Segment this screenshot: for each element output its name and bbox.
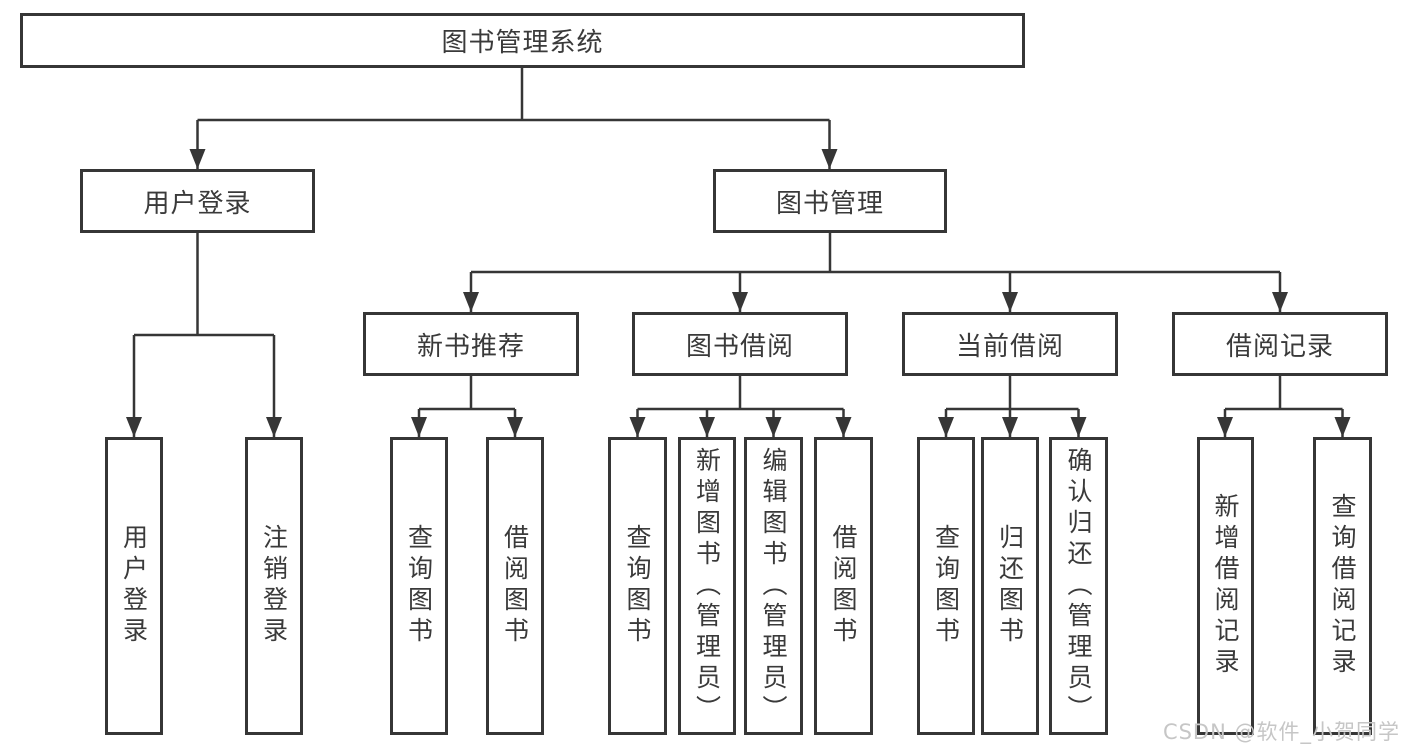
leaf-add-book-admin: 新增图书（管理员） (678, 437, 736, 735)
leaf-logout-label: 注销登录 (259, 524, 289, 648)
node-borrowing-records: 借阅记录 (1172, 312, 1388, 376)
leaf-user-login-label: 用户登录 (119, 524, 149, 648)
node-new-book-recommendation-label: 新书推荐 (416, 331, 525, 362)
node-root-system-label: 图书管理系统 (441, 28, 604, 58)
leaf-logout: 注销登录 (245, 437, 303, 735)
node-book-borrowing-label: 图书借阅 (685, 331, 794, 362)
node-current-borrowing: 当前借阅 (902, 312, 1118, 376)
leaf-add-book-admin-label: 新增图书（管理员） (692, 446, 722, 726)
leaf-query-books-newbook-label: 查询图书 (404, 524, 434, 648)
leaf-query-borrow-record: 查询借阅记录 (1313, 437, 1372, 735)
csdn-watermark: CSDN @软件_小贺同学 (1162, 720, 1400, 744)
leaf-return-book: 归还图书 (981, 437, 1039, 735)
leaf-borrow-books-borrowing-label: 借阅图书 (829, 524, 858, 648)
leaf-edit-book-admin: 编辑图书（管理员） (744, 437, 803, 735)
leaf-borrow-books-borrowing: 借阅图书 (814, 437, 873, 735)
node-root-system: 图书管理系统 (20, 13, 1025, 68)
leaf-confirm-return-admin: 确认归还（管理员） (1049, 437, 1108, 735)
node-user-login: 用户登录 (80, 169, 315, 233)
leaf-confirm-return-admin-label: 确认归还（管理员） (1064, 446, 1093, 726)
node-book-management: 图书管理 (713, 169, 947, 233)
node-new-book-recommendation: 新书推荐 (363, 312, 579, 376)
leaf-edit-book-admin-label: 编辑图书（管理员） (759, 446, 788, 726)
node-borrowing-records-label: 借阅记录 (1225, 331, 1334, 362)
leaf-return-book-label: 归还图书 (995, 524, 1025, 648)
node-book-management-label: 图书管理 (775, 188, 884, 219)
node-book-borrowing: 图书借阅 (632, 312, 848, 376)
leaf-borrow-books-newbook: 借阅图书 (486, 437, 544, 735)
leaf-query-books-newbook: 查询图书 (390, 437, 448, 735)
leaf-query-books-borrowing: 查询图书 (608, 437, 667, 735)
leaf-add-borrow-record-label: 新增借阅记录 (1211, 493, 1240, 679)
leaf-query-borrow-record-label: 查询借阅记录 (1328, 493, 1357, 679)
node-current-borrowing-label: 当前借阅 (955, 331, 1064, 362)
leaf-query-books-borrowing-label: 查询图书 (623, 524, 652, 648)
leaf-query-books-current-label: 查询图书 (931, 524, 961, 648)
leaf-user-login: 用户登录 (105, 437, 163, 735)
node-user-login-label: 用户登录 (143, 188, 252, 219)
leaf-add-borrow-record: 新增借阅记录 (1197, 437, 1254, 735)
leaf-borrow-books-newbook-label: 借阅图书 (500, 524, 530, 648)
leaf-query-books-current: 查询图书 (917, 437, 975, 735)
